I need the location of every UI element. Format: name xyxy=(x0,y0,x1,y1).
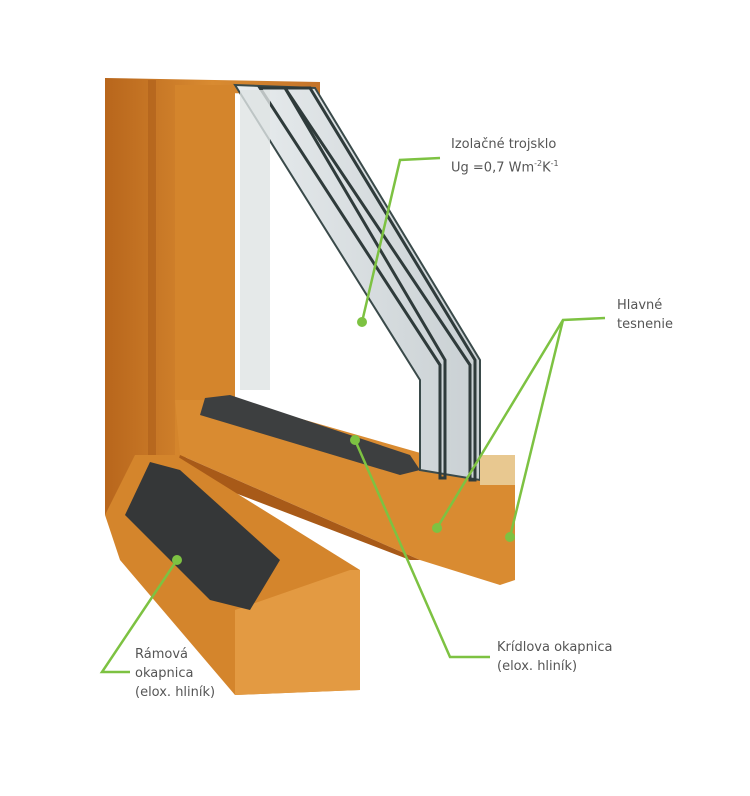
exponent: -1 xyxy=(550,159,559,168)
label-line: okapnica xyxy=(135,666,194,681)
leader-lines xyxy=(99,156,606,674)
label-frame-drip: Rámová okapnica (elox. hliník) xyxy=(135,645,215,702)
sash-vertical xyxy=(175,85,235,470)
label-sash-drip: Krídlova okapnica (elox. hliník) xyxy=(497,638,613,676)
sash-drip-profile xyxy=(200,395,420,475)
frame-vertical xyxy=(105,78,320,515)
sash-bottom-rail xyxy=(175,400,515,585)
label-line: Krídlova okapnica xyxy=(497,640,613,655)
marker-dot xyxy=(505,532,515,542)
marker-dot xyxy=(357,317,367,327)
label-line: tesnenie xyxy=(617,317,673,332)
marker-dot xyxy=(172,555,182,565)
label-line: Rámová xyxy=(135,647,188,662)
marker-dot xyxy=(432,523,442,533)
frame-drip-profile xyxy=(125,462,280,610)
exponent: -2 xyxy=(534,159,543,168)
label-line-ug: Ug =0,7 Wm-2K-1 xyxy=(451,154,559,177)
label-line: (elox. hliník) xyxy=(135,685,216,700)
label-line: (elox. hliník) xyxy=(497,659,578,674)
label-main-seal: Hlavné tesnenie xyxy=(617,296,673,334)
unit: K xyxy=(542,160,551,176)
label-line: Hlavné xyxy=(617,298,663,313)
marker-dot xyxy=(350,435,360,445)
label-line: Izolačné trojsklo xyxy=(451,137,557,152)
label-triple-glazing: Izolačné trojsklo Ug =0,7 Wm-2K-1 xyxy=(451,135,559,177)
ug-text: Ug =0,7 Wm xyxy=(451,160,535,176)
